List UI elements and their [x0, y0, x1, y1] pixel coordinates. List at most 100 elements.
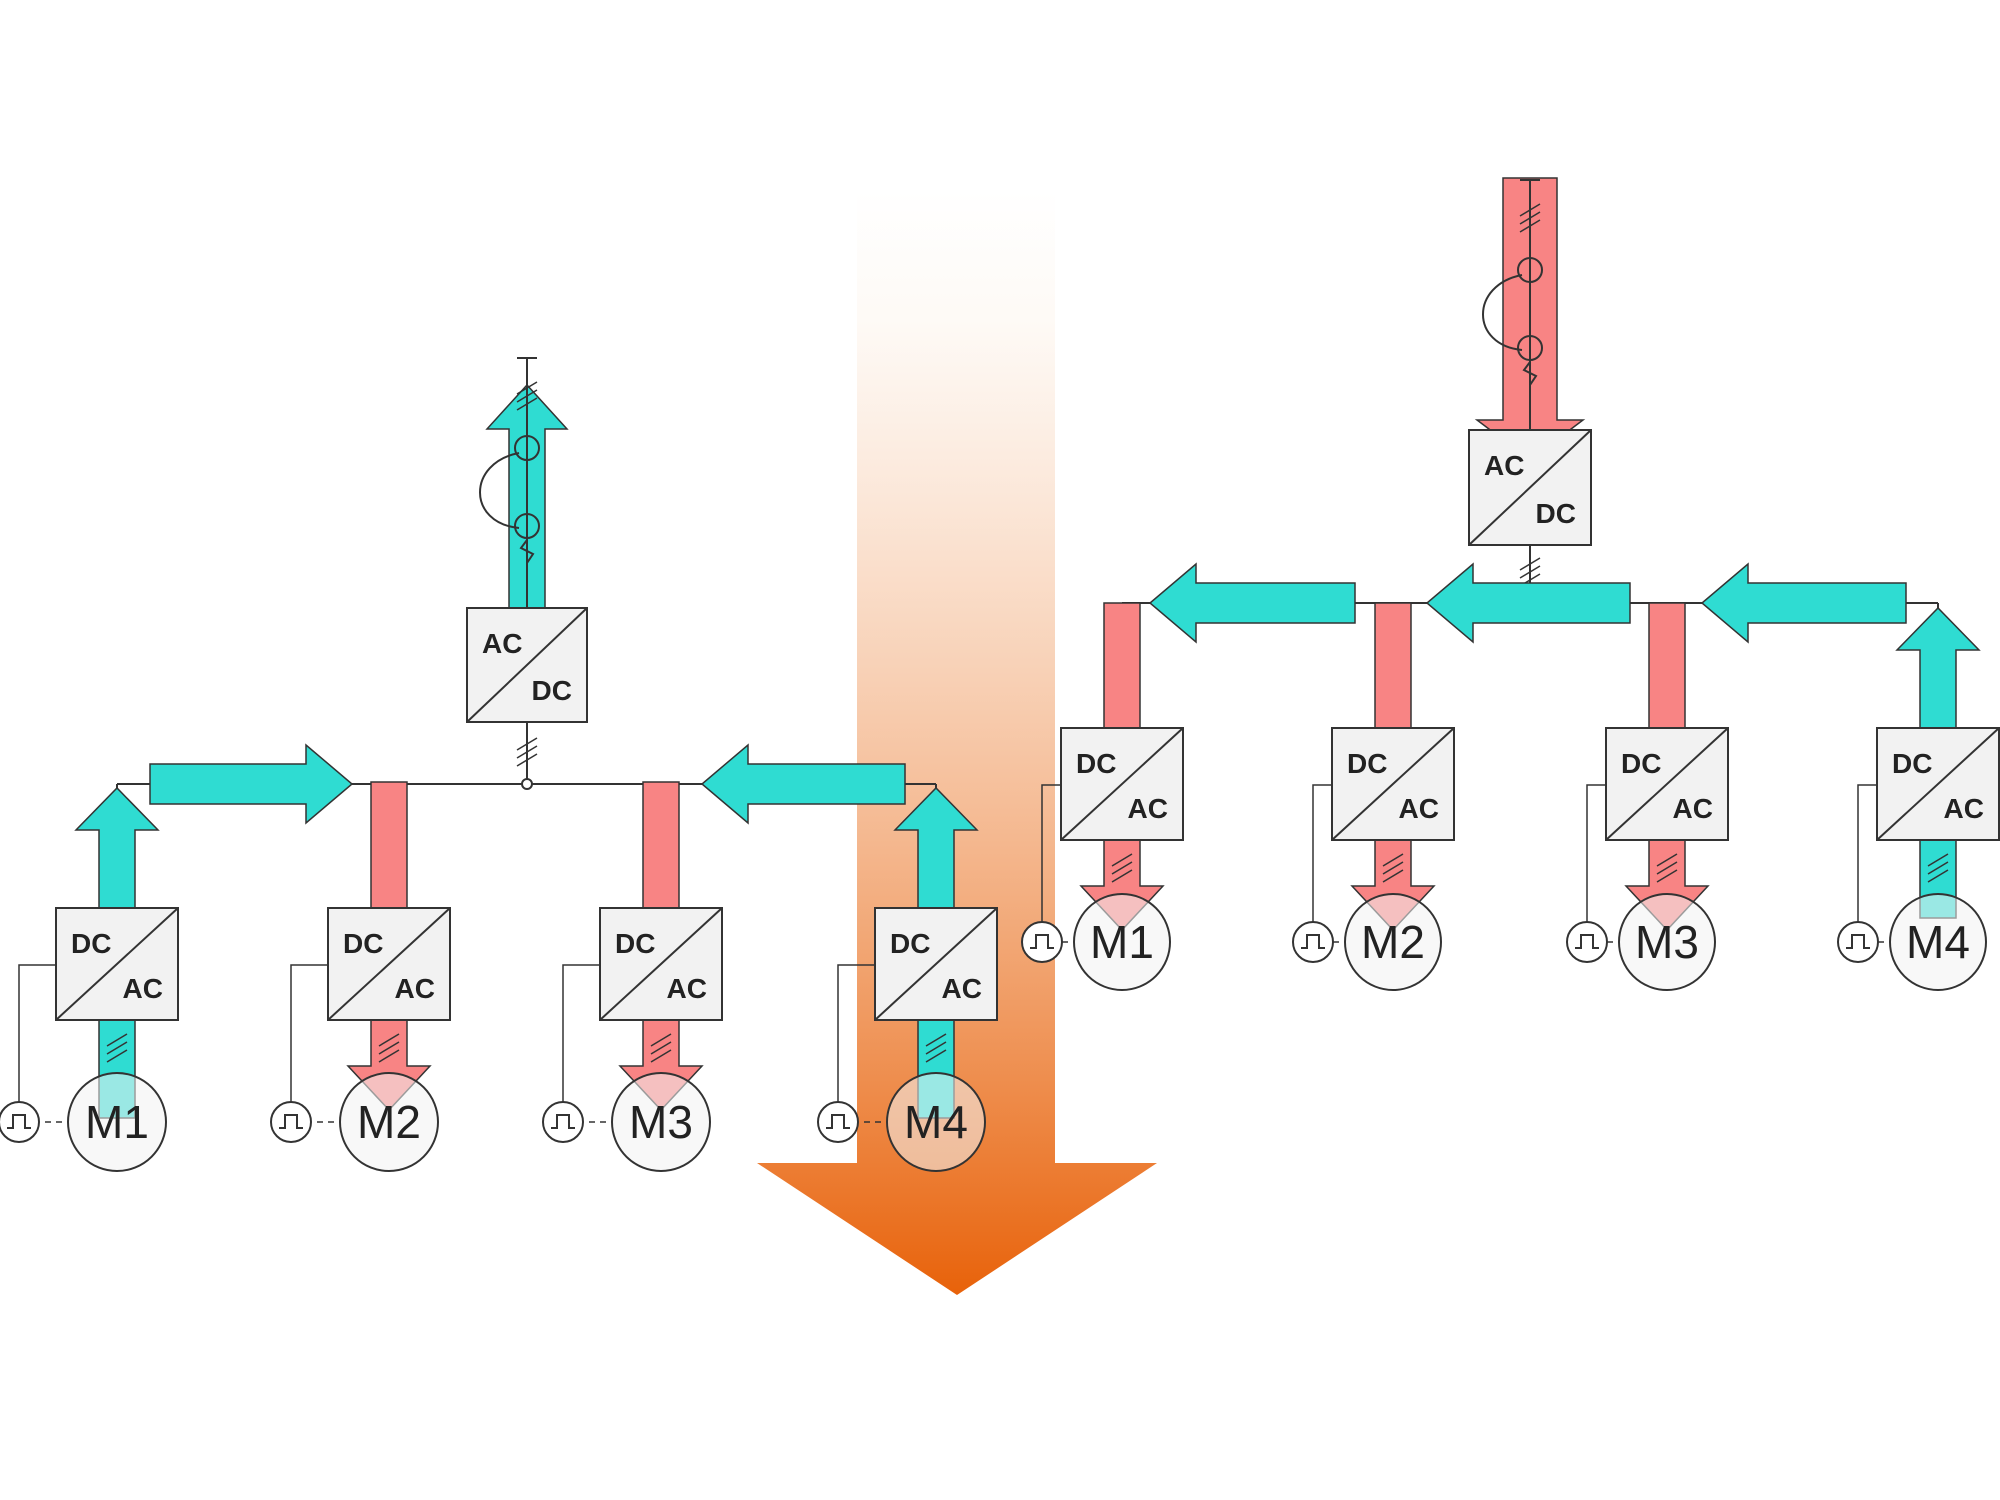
motor-m2: M2: [339, 1072, 439, 1172]
motor-converter: DC AC: [1605, 727, 1729, 841]
converter-diagonal: [55, 907, 179, 1021]
three-phase-mark: [1111, 861, 1133, 875]
converter-top-label: DC: [890, 928, 930, 959]
three-phase-mark: [516, 745, 538, 759]
three-phase-mark: [516, 389, 538, 403]
bus-flow-right: [149, 743, 354, 825]
motor-converter: DC AC: [1060, 727, 1184, 841]
converter-diagonal: [466, 607, 588, 723]
pulse-encoder-icon: [817, 1101, 859, 1143]
converter-bottom-label: DC: [1536, 498, 1576, 529]
encoder-wire: [837, 964, 880, 1122]
bus-node: [521, 778, 533, 790]
bus-flow-left: [1700, 562, 1907, 644]
converter-diagonal: [1331, 727, 1455, 841]
converter-diagonal: [1060, 727, 1184, 841]
motor-label: M1: [1090, 916, 1154, 968]
three-phase-mark: [378, 1049, 400, 1063]
three-phase-mark: [1382, 869, 1404, 883]
motor-label: M2: [357, 1096, 421, 1148]
motor-label: M3: [629, 1096, 693, 1148]
three-phase-mark: [1656, 861, 1678, 875]
converter-top-label: DC: [1892, 748, 1932, 779]
three-phase-mark: [1656, 869, 1678, 883]
motor-converter: DC AC: [55, 907, 179, 1021]
down-arrow-icon: [757, 190, 1157, 1295]
grid-connection-icon: [1482, 179, 1543, 430]
pulse-encoder-icon: [270, 1101, 312, 1143]
motor-circle: [886, 1072, 986, 1172]
motor-circle: [1618, 893, 1716, 991]
three-phase-mark: [1519, 211, 1541, 225]
converter-bottom-label: AC: [1399, 793, 1439, 824]
bus-flow-left: [1148, 562, 1356, 644]
pulse-encoder-icon: [1566, 921, 1608, 963]
pulse-encoder-icon: [1837, 921, 1879, 963]
three-phase-mark: [1927, 861, 1949, 875]
converter-diagonal: [599, 907, 723, 1021]
three-phase-mark: [378, 1041, 400, 1055]
three-phase-mark: [106, 1049, 128, 1063]
encoder-wire: [1312, 784, 1333, 942]
encoder-wire: [290, 964, 333, 1122]
converter-bottom-label: AC: [942, 973, 982, 1004]
motor-converter: DC AC: [327, 907, 451, 1021]
pulse-encoder-icon: [0, 1101, 40, 1143]
motor-m1: M1: [1073, 893, 1171, 991]
three-phase-mark: [1927, 853, 1949, 867]
motor-circle: [67, 1072, 167, 1172]
encoder-wire: [18, 964, 61, 1122]
motor-m3: M3: [1618, 893, 1716, 991]
converter-top-label: DC: [343, 928, 383, 959]
converter-top-label: AC: [1484, 450, 1524, 481]
converter-diagonal: [1605, 727, 1729, 841]
three-phase-mark: [1927, 869, 1949, 883]
converter-diagonal: [327, 907, 451, 1021]
converter-bottom-label: AC: [395, 973, 435, 1004]
converter-bottom-label: AC: [1673, 793, 1713, 824]
three-phase-mark: [1111, 869, 1133, 883]
motor-circle: [339, 1072, 439, 1172]
grid-connection-icon: [479, 357, 540, 608]
converter-bottom-label: DC: [532, 675, 572, 706]
three-phase-mark: [1111, 853, 1133, 867]
three-phase-mark: [1382, 853, 1404, 867]
encoder-wire: [1041, 784, 1062, 942]
pulse-encoder-icon: [1021, 921, 1063, 963]
motor-label: M3: [1635, 916, 1699, 968]
converter-top-label: DC: [71, 928, 111, 959]
bus-flow-left: [1425, 562, 1631, 644]
three-phase-mark: [516, 753, 538, 767]
motor-circle: [1344, 893, 1442, 991]
three-phase-mark: [106, 1041, 128, 1055]
converter-top-label: DC: [1621, 748, 1661, 779]
converter-top-label: DC: [1347, 748, 1387, 779]
converter-diagonal: [1468, 429, 1592, 546]
three-phase-mark: [106, 1033, 128, 1047]
three-phase-mark: [516, 737, 538, 751]
motor-circle: [1073, 893, 1171, 991]
pulse-encoder-icon: [1292, 921, 1334, 963]
motor-label: M4: [904, 1096, 968, 1148]
three-phase-mark: [650, 1033, 672, 1047]
motor-m3: M3: [611, 1072, 711, 1172]
encoder-wire: [562, 964, 605, 1122]
encoder-wire: [1586, 784, 1607, 942]
converter-bottom-label: AC: [123, 973, 163, 1004]
motor-circle: [1889, 893, 1987, 991]
converter-top-label: DC: [615, 928, 655, 959]
converter-bottom-label: AC: [1128, 793, 1168, 824]
converter-top-label: DC: [1076, 748, 1116, 779]
converter-diagonal: [874, 907, 998, 1021]
motor-m2: M2: [1344, 893, 1442, 991]
motor-circle: [611, 1072, 711, 1172]
transition-down-arrow: [757, 190, 1157, 1295]
three-phase-mark: [1382, 861, 1404, 875]
three-phase-mark: [925, 1041, 947, 1055]
motor-label: M4: [1906, 916, 1970, 968]
converter-diagonal: [1876, 727, 2000, 841]
